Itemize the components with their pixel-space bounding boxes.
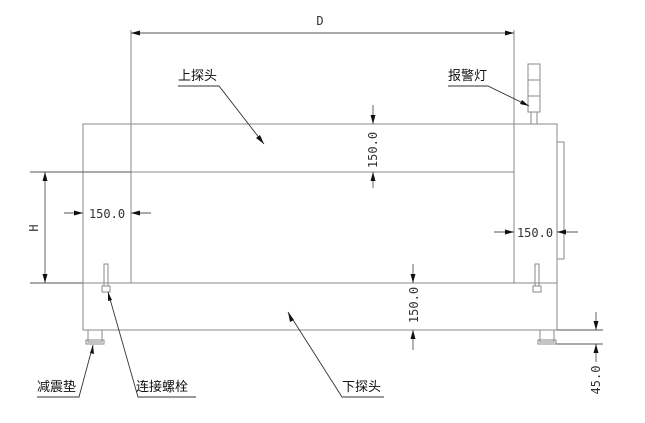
dimension-h: H (27, 171, 131, 284)
upper-offset-label: 150.0 (366, 132, 380, 168)
dimension-d-label: D (316, 14, 323, 28)
alarm-light-icon (527, 63, 541, 124)
foot-height-label: 45.0 (589, 366, 603, 395)
callout-lower-probe: 下探头 (287, 311, 384, 398)
dimension-h-label: H (27, 224, 41, 231)
right-foot-icon (537, 329, 557, 345)
dimension-left-offset: 150.0 (64, 207, 151, 221)
lower-probe-label: 下探头 (342, 380, 381, 395)
dimension-foot-height: 45.0 (556, 312, 603, 394)
dimension-right-offset: 150.0 (494, 226, 578, 240)
left-offset-label: 150.0 (89, 207, 125, 221)
right-offset-label: 150.0 (517, 226, 553, 240)
lower-offset-label: 150.0 (407, 287, 421, 323)
right-bolt-icon (532, 263, 542, 293)
side-panel (556, 141, 565, 260)
upper-probe-label: 上探头 (178, 69, 217, 84)
callout-alarm-light: 报警灯 (448, 68, 530, 107)
callout-upper-probe: 上探头 (178, 69, 265, 145)
dimension-lower-offset: 150.0 (407, 264, 421, 350)
left-bolt-icon (101, 263, 111, 293)
dimension-d: D (131, 14, 514, 36)
connecting-bolt-label: 连接螺栓 (136, 379, 188, 395)
damping-pad-label: 减震垫 (37, 379, 76, 395)
alarm-light-label: 报警灯 (448, 68, 487, 84)
left-foot-icon (85, 329, 105, 345)
dimension-upper-offset: 150.0 (366, 105, 380, 188)
callout-connecting-bolt: 连接螺栓 (107, 291, 196, 398)
callout-damping-pad: 减震垫 (37, 344, 94, 398)
machine-body-outline (82, 123, 558, 331)
